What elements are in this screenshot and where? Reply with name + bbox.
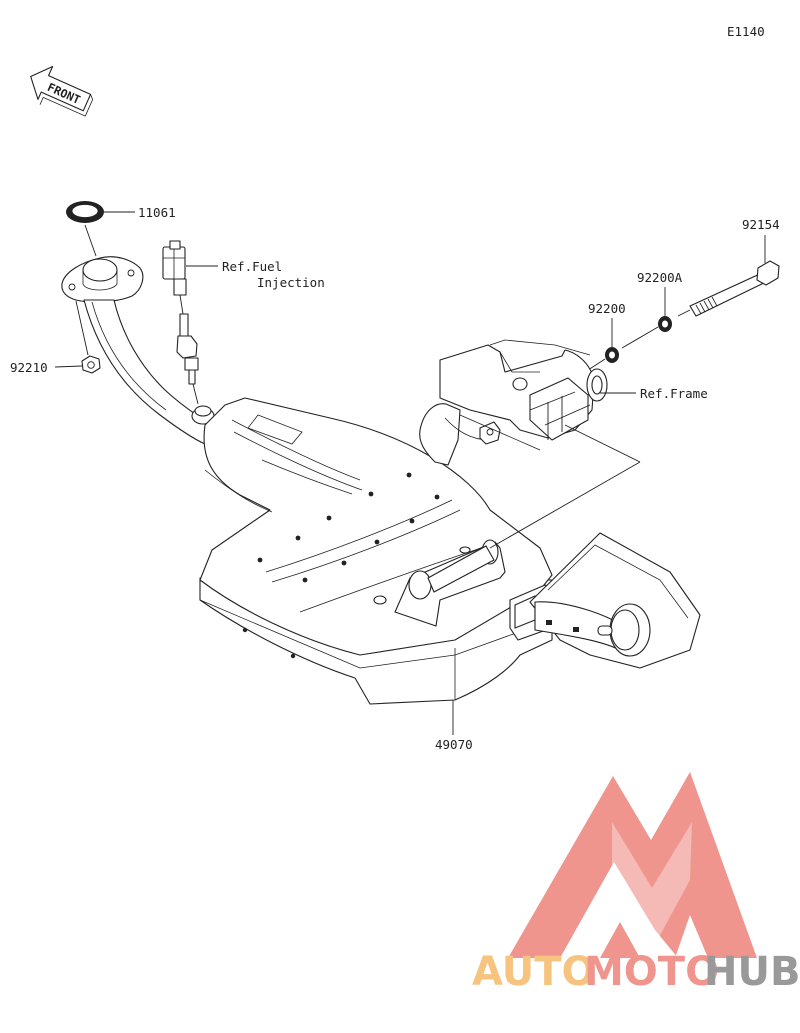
callout-49070: 49070 (435, 737, 473, 752)
muffler-end-cover (529, 532, 701, 669)
washer-92200 (605, 347, 619, 363)
nut-92210 (81, 355, 101, 374)
callout-92210: 92210 (10, 360, 48, 375)
logo-text-moto: MOTO (584, 949, 719, 995)
callout-ref-fuel-line1: Ref.Fuel (222, 259, 282, 274)
callout-ref-frame: Ref.Frame (640, 386, 708, 401)
frame-bracket (419, 339, 608, 466)
callout-92200A: 92200A (637, 270, 683, 285)
bolt-92154 (689, 260, 780, 317)
oxygen-sensor (162, 240, 199, 385)
logo-text-auto: AUTO (472, 949, 596, 995)
diagram-code: E1140 (727, 24, 765, 39)
logo-text-hub: HUB (704, 949, 800, 995)
callout-11061: 11061 (138, 205, 176, 220)
callout-92154: 92154 (742, 217, 780, 232)
washer-92200A (658, 316, 672, 332)
callout-92200: 92200 (588, 301, 626, 316)
muffler-49070 (199, 397, 561, 705)
automotohub-logo: AUTO MOTO HUB (472, 772, 800, 995)
gasket-11061 (66, 201, 104, 223)
callout-ref-fuel-line2: Injection (257, 275, 325, 290)
front-arrow-icon: FRONT (30, 65, 94, 117)
sensor-boss (191, 405, 215, 425)
